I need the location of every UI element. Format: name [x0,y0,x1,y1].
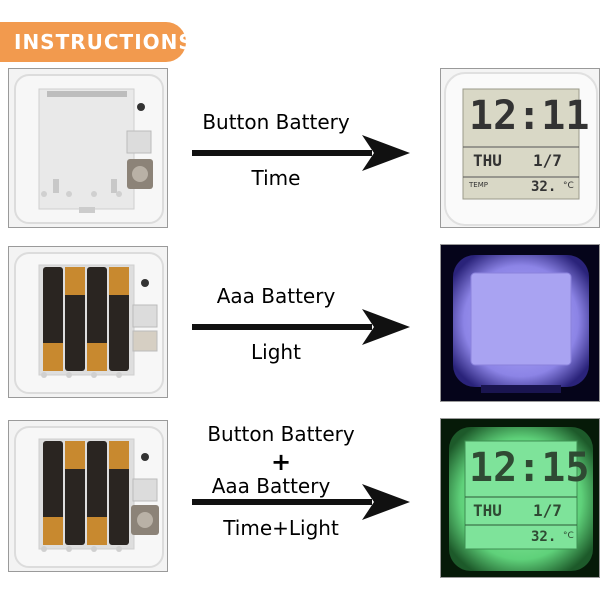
clock-temp-unit-green: °C [563,531,574,541]
row2-bottom-label: Light [251,340,301,364]
clock-time-display-photo: 12:11 THU 1/7 TEMP 32. °C [440,68,600,228]
row3-top-label: Button Battery [207,422,355,446]
clock-temp-text-green: 32. [531,529,557,545]
row3-bottom-label: Time+Light [223,516,339,540]
clock-day-text-green: THU [473,501,502,520]
clock-day-text: THU [473,151,502,170]
clock-time-light-display-photo: 12:15 THU 1/7 32. °C [440,418,600,578]
instructions-badge: INSTRUCTIONS [0,22,193,62]
row2-top-label: Aaa Battery [216,284,336,308]
clock-time-text: 12:11 [469,93,590,139]
row1-bottom-label: Time [251,166,301,190]
battery-compartment-aaa-photo [8,246,168,398]
row3-plus-sign: + [270,448,292,476]
clock-temp-unit: °C [563,181,574,191]
row1-top-label: Button Battery [202,110,350,134]
row2-arrow [192,309,410,345]
row3-mid-label: Aaa Battery [211,474,331,498]
instructions-title: INSTRUCTIONS [14,30,194,54]
battery-compartment-both-photo [8,420,168,572]
clock-temp-label: TEMP [469,181,488,189]
clock-temp-text: 32. [531,179,557,195]
row1-arrow [192,135,410,171]
clock-light-display-photo [440,244,600,402]
row3-arrow [192,484,410,520]
clock-time-text-green: 12:15 [469,445,590,491]
battery-compartment-empty-photo [8,68,168,228]
clock-date-text: 1/7 [533,151,562,170]
clock-date-text-green: 1/7 [533,501,562,520]
